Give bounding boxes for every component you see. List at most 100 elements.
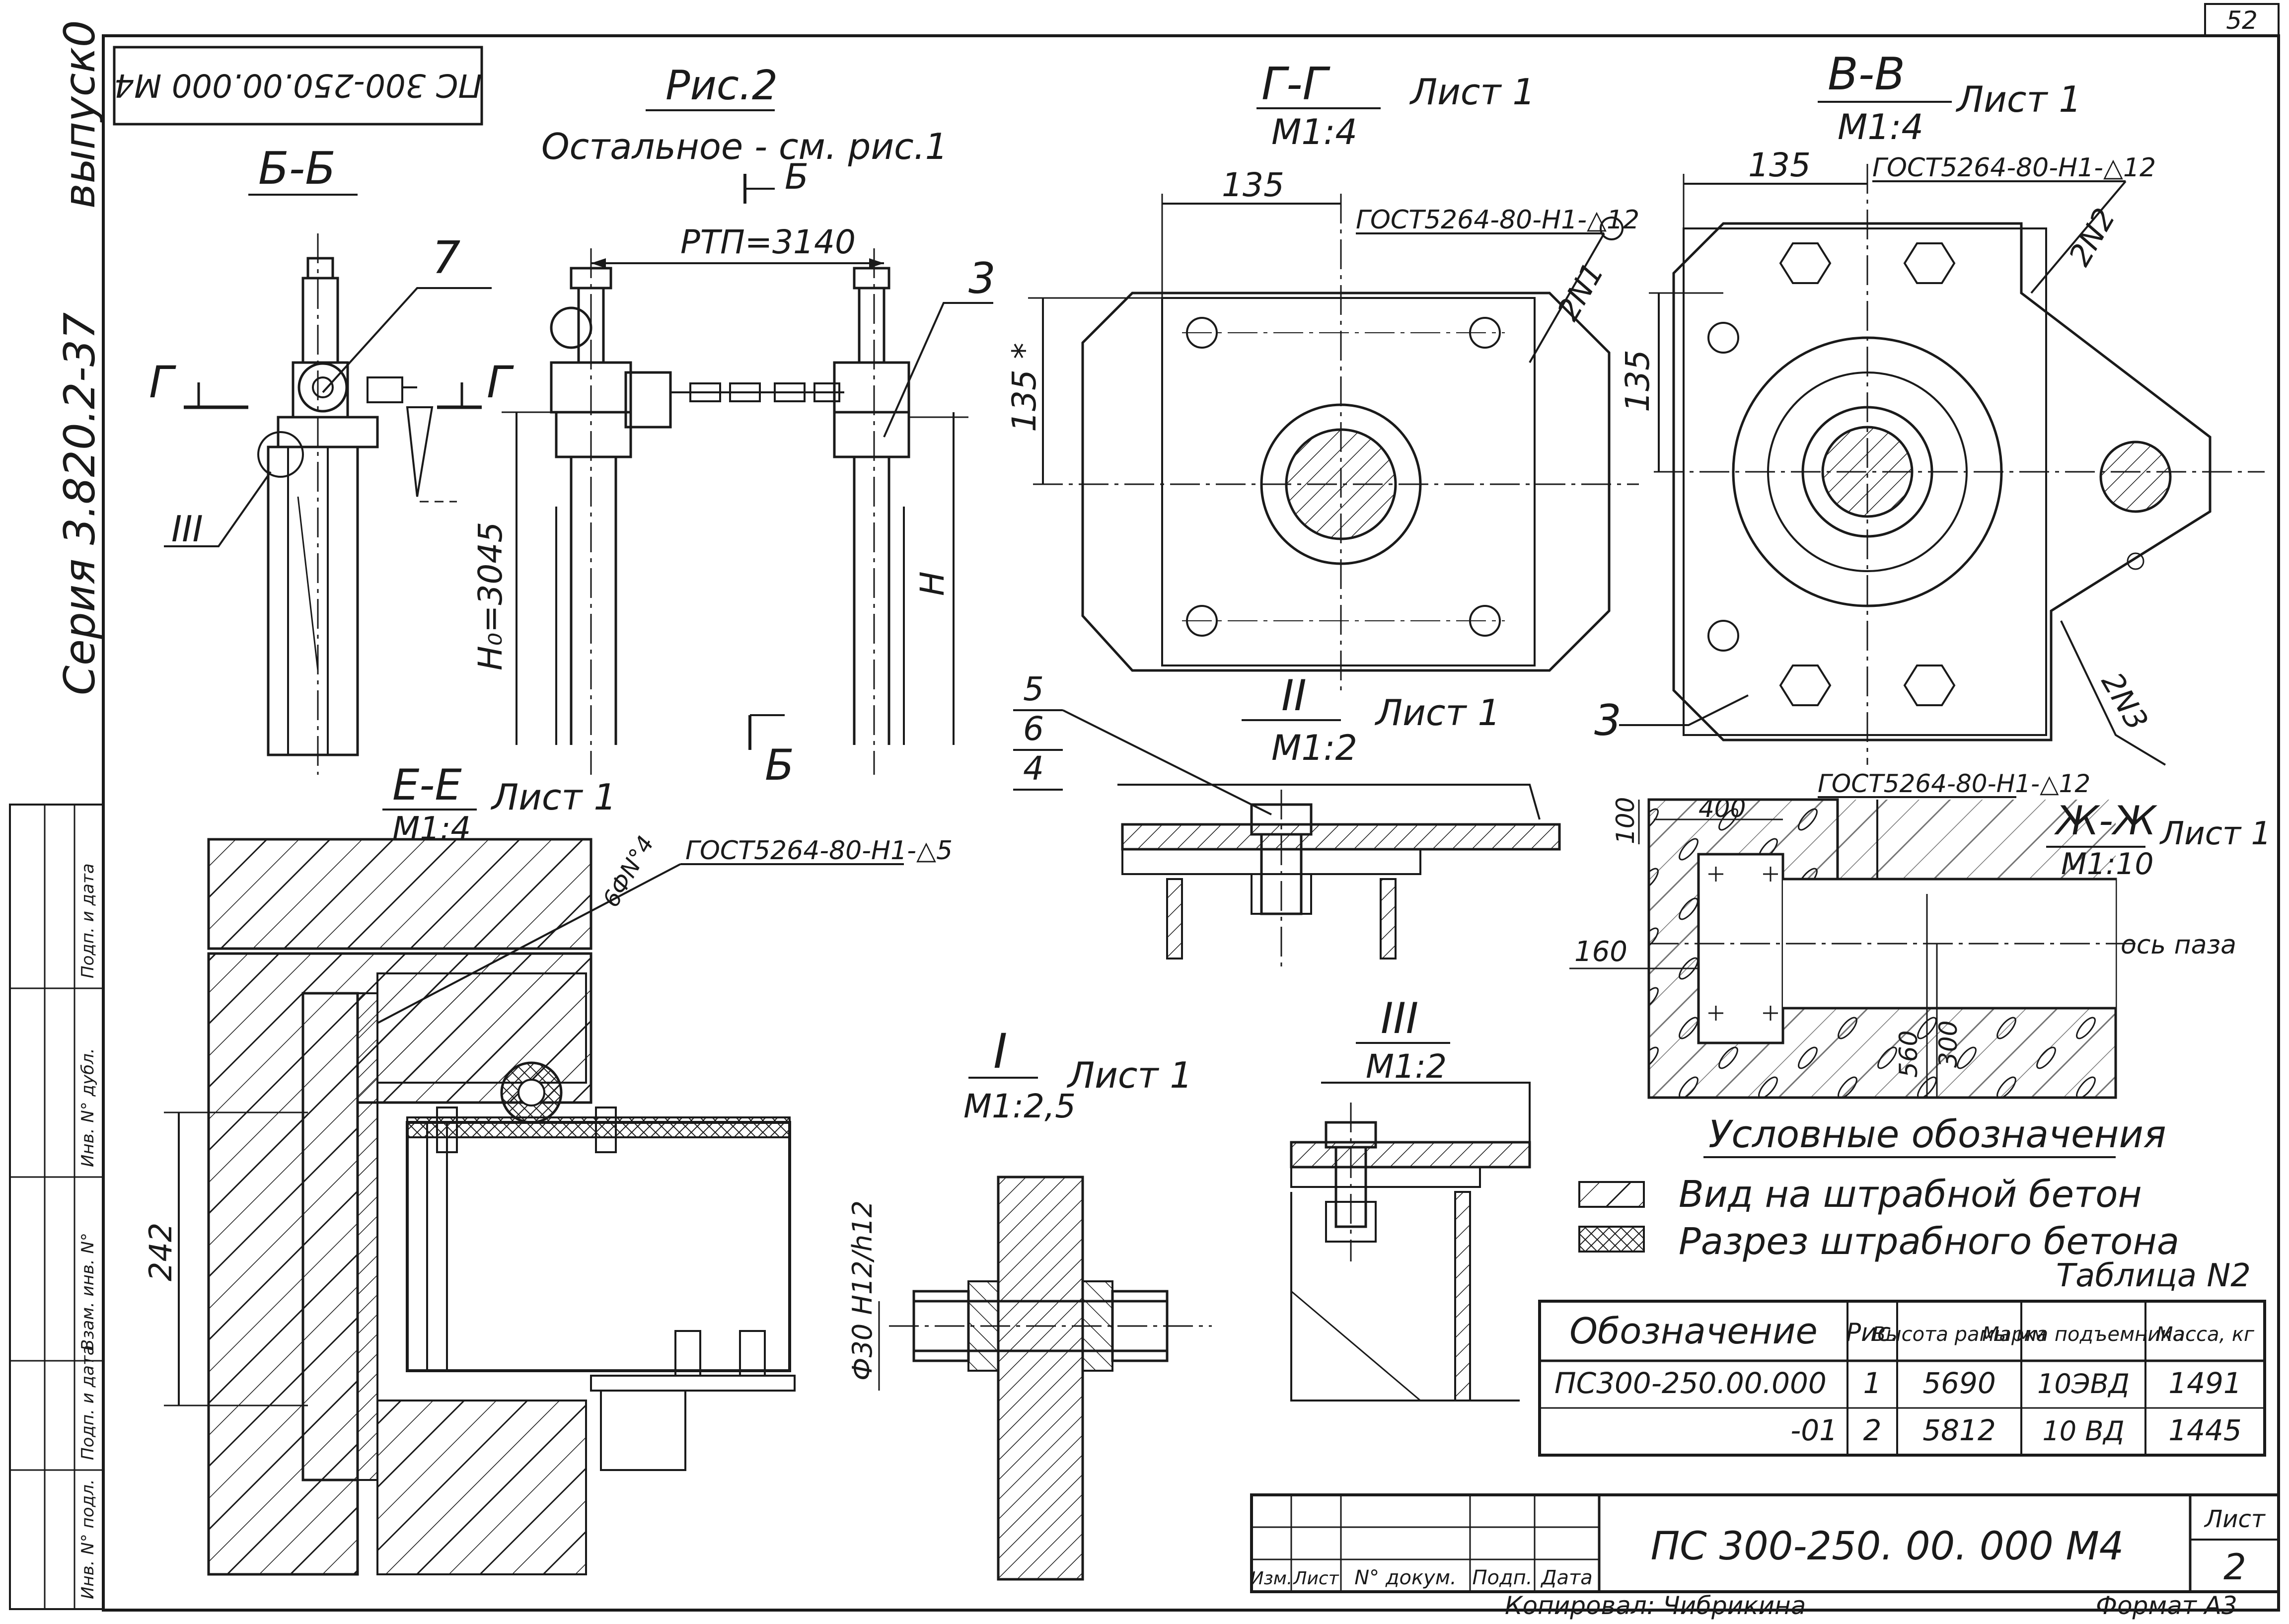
sec1-title: I bbox=[993, 1024, 1007, 1079]
bb-roman-3: III bbox=[171, 508, 203, 550]
ee-title: Е-Е bbox=[392, 760, 462, 810]
gg-scale: М1:4 bbox=[1271, 112, 1357, 152]
left-label-1: Инв. N° подл. bbox=[78, 1479, 98, 1599]
left-label-5: Подп. и дата bbox=[78, 863, 98, 978]
th-height: Высота рамы мм bbox=[1872, 1323, 2047, 1346]
view-gg: Г-Г М1:4 Лист 1 135 135 * ГОСТ5264-80-Н1… bbox=[1005, 58, 1639, 695]
section-ee: Е-Е М1:4 Лист 1 ГОСТ5264-80-Н1-△5 6ФN°4 … bbox=[143, 760, 953, 1576]
table-caption: Таблица N2 bbox=[2056, 1257, 2251, 1294]
sec2-n4: 4 bbox=[1023, 749, 1044, 788]
figure-title: Рис.2 bbox=[665, 62, 778, 109]
left-label-4: Инв. N° дубл. bbox=[78, 1048, 98, 1167]
sheet-number: 52 bbox=[2226, 6, 2258, 35]
section-3: III М1:2 bbox=[1290, 994, 1531, 1402]
vv-callout-3: 3 bbox=[1594, 696, 1622, 745]
vv-dim-135: 135 bbox=[1748, 146, 1811, 184]
left-label-3: Взам. инв. N° bbox=[78, 1233, 98, 1351]
fig2-rtp: РТП=3140 bbox=[680, 223, 856, 261]
figure-note: Остальное - см. рис.1 bbox=[541, 126, 948, 167]
vv-callout-2n2: 2N2 bbox=[2062, 203, 2122, 272]
table-cell-r1-designation: ПС300-250.00.000 bbox=[1554, 1366, 1827, 1400]
footer-copied: Копировал: Чибрикина bbox=[1505, 1591, 1806, 1620]
legend: Условные обозначения Вид на штрабной бет… bbox=[1578, 1112, 2179, 1263]
sec3-scale: М1:2 bbox=[1366, 1047, 1447, 1086]
legend-title: Условные обозначения bbox=[1708, 1112, 2166, 1156]
footer: Копировал: Чибрикина Формат А3 bbox=[1505, 1591, 2237, 1620]
th-lift: Марка подъемника bbox=[1982, 1323, 2185, 1346]
series-label: Серия 3.820.2-37 выпуск0 bbox=[55, 20, 105, 695]
th-fig: Рис. bbox=[1846, 1318, 1899, 1347]
section-2: II М1:2 Лист 1 5 6 4 bbox=[1013, 670, 1561, 968]
table-n2: Таблица N2 Обозначение Рис. Высота рамы … bbox=[1538, 1257, 2266, 1457]
footer-format: Формат А3 bbox=[2096, 1591, 2237, 1620]
sheet-frame: 52 bbox=[9, 3, 2280, 1612]
table-cell-r2-fig: 2 bbox=[1863, 1413, 1882, 1447]
gg-dim-135v: 135 * bbox=[1005, 343, 1043, 432]
legend-item-view: Вид на штрабной бетон bbox=[1679, 1173, 2142, 1216]
tb-izm: Изм. bbox=[1251, 1568, 1293, 1589]
ee-rebar: 6ФN°4 bbox=[597, 831, 660, 912]
zz-sheet: Лист 1 bbox=[2159, 815, 2271, 852]
vv-callout-2n3: 2N3 bbox=[2094, 667, 2154, 737]
zz-d160: 160 bbox=[1574, 936, 1627, 968]
zz-d400: 400 bbox=[1698, 794, 1746, 823]
vv-scale: М1:4 bbox=[1838, 107, 1923, 148]
table-cell-r1-fig: 1 bbox=[1863, 1366, 1882, 1400]
th-designation: Обозначение bbox=[1569, 1310, 1818, 1352]
sec2-title: II bbox=[1281, 671, 1307, 721]
fig2-callout-3: 3 bbox=[968, 254, 996, 303]
issue-text: выпуск0 bbox=[55, 20, 105, 209]
table-cell-r2-lift: 10 ВД bbox=[2042, 1415, 2124, 1447]
ee-weld: ГОСТ5264-80-Н1-△5 bbox=[685, 836, 953, 866]
table-cell-r2-designation: -01 bbox=[1790, 1413, 1838, 1447]
section-zz: ГОСТ5264-80-Н1-△12 Ж-Ж М1:10 Лист 1 100 … bbox=[1569, 769, 2271, 1099]
zz-d560: 560 bbox=[1894, 1031, 1923, 1078]
table-cell-r1-lift: 10ЭВД bbox=[2037, 1368, 2130, 1400]
bb-g-right: Г bbox=[487, 357, 514, 408]
view-bb-title: Б-Б bbox=[258, 143, 336, 195]
table-cell-r1-mass: 1491 bbox=[2168, 1366, 2242, 1400]
ee-sheet: Лист 1 bbox=[490, 776, 616, 818]
zz-d100: 100 bbox=[1611, 797, 1640, 844]
legend-swatch-view bbox=[1578, 1181, 1645, 1208]
sec1-sheet: Лист 1 bbox=[1066, 1054, 1192, 1096]
tb-sheet-no: 2 bbox=[2223, 1546, 2246, 1588]
left-label-2: Подп. и дата bbox=[78, 1345, 98, 1460]
th-mass: Масса, кг bbox=[2156, 1323, 2255, 1346]
left-strip-labels: Инв. N° подл. Подп. и дата Взам. инв. N°… bbox=[78, 863, 98, 1599]
tb-doc: N° докум. bbox=[1354, 1566, 1457, 1589]
zz-weld: ГОСТ5264-80-Н1-△12 bbox=[1818, 769, 2090, 798]
sec1-scale: М1:2,5 bbox=[963, 1087, 1076, 1125]
table-cell-r2-height: 5812 bbox=[1922, 1413, 1996, 1447]
view-vv: В-В М1:4 Лист 1 135 135 ГОСТ5264-80-Н1-△… bbox=[1594, 48, 2265, 766]
tb-designation: ПС 300-250. 00. 000 М4 bbox=[1651, 1524, 2124, 1569]
table-cell-r1-height: 5690 bbox=[1922, 1366, 1996, 1400]
vv-weld: ГОСТ5264-80-Н1-△12 bbox=[1872, 153, 2156, 183]
legend-swatch-section bbox=[1578, 1226, 1645, 1253]
fig2-arrow-b-bottom: Б bbox=[765, 740, 794, 790]
table-cell-r2-mass: 1445 bbox=[2168, 1413, 2242, 1447]
sec2-sheet: Лист 1 bbox=[1374, 692, 1500, 734]
bb-callout-7: 7 bbox=[432, 232, 460, 284]
sec2-n5: 5 bbox=[1023, 670, 1044, 708]
gg-title: Г-Г bbox=[1261, 58, 1331, 110]
tb-sheet-label: Лист bbox=[2204, 1505, 2266, 1533]
sec1-fit: Ф30 Н12/h12 bbox=[847, 1200, 878, 1381]
vv-title: В-В bbox=[1828, 48, 1905, 100]
section-1: I М1:2,5 Лист 1 Ф30 Н12/h12 bbox=[847, 1024, 1212, 1581]
bb-g-left: Г bbox=[149, 357, 176, 408]
fig2-h: Н bbox=[913, 571, 952, 596]
tb-sign: Подп. bbox=[1472, 1566, 1532, 1589]
vv-dim-135v: 135 bbox=[1619, 350, 1657, 412]
legend-item-section: Разрез штрабного бетона bbox=[1679, 1220, 2179, 1263]
gg-dim-135: 135 bbox=[1222, 166, 1284, 204]
zz-d300: 300 bbox=[1934, 1021, 1963, 1068]
gg-sheet: Лист 1 bbox=[1409, 71, 1535, 113]
sec3-title: III bbox=[1381, 994, 1418, 1043]
ee-dim-242: 242 bbox=[143, 1223, 179, 1281]
fig2-h0: Н₀=3045 bbox=[471, 522, 510, 670]
fig2-arrow-b-top: Б bbox=[785, 156, 809, 197]
view-bb: Б-Б Г Г 7 III bbox=[149, 143, 514, 775]
sec2-n6: 6 bbox=[1023, 710, 1044, 748]
